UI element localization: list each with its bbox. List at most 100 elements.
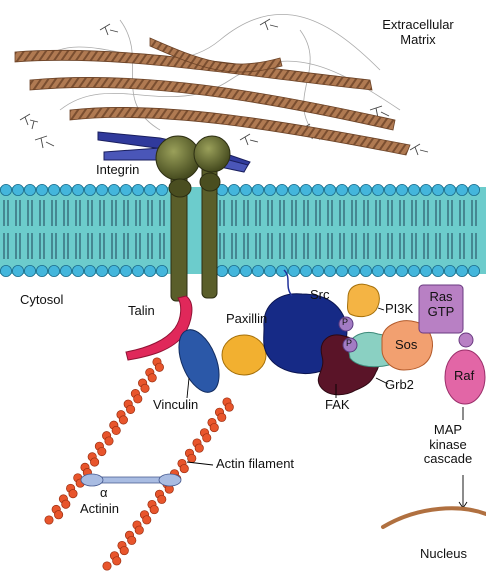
- lipid-head: [12, 265, 23, 276]
- lipid-head: [444, 265, 455, 276]
- lipid-head: [336, 265, 347, 276]
- lipid-head: [324, 184, 335, 195]
- actin-monomer: [225, 403, 233, 411]
- lipid-head: [84, 184, 95, 195]
- extracellular-matrix: [15, 14, 428, 155]
- lipid-head: [324, 265, 335, 276]
- leader-pi3k: [378, 308, 384, 310]
- label-map-line1: MAP: [418, 423, 478, 438]
- actin-monomer: [103, 562, 111, 570]
- lipid-head: [264, 265, 275, 276]
- integrin-neck-left: [169, 179, 191, 197]
- actin-monomer: [105, 437, 113, 445]
- label-map-line2: kinase: [418, 438, 478, 453]
- actin-monomer: [45, 516, 53, 524]
- actin-monomer: [120, 546, 128, 554]
- label-extracellular-line1: Extracellular: [368, 18, 468, 33]
- lipid-head: [108, 265, 119, 276]
- actin-monomer: [203, 434, 211, 442]
- lipid-head: [48, 265, 59, 276]
- lipid-head: [72, 184, 83, 195]
- lipid-head: [240, 265, 251, 276]
- lipid-head: [252, 184, 263, 195]
- label-vinculin: Vinculin: [153, 398, 198, 413]
- lipid-head: [96, 184, 107, 195]
- label-extracellular-line2: Matrix: [368, 33, 468, 48]
- plasma-membrane: [0, 184, 486, 276]
- label-gtp: GTP: [419, 305, 463, 320]
- lipid-head: [216, 265, 227, 276]
- lipid-head: [264, 184, 275, 195]
- label-ras: Ras: [419, 290, 463, 305]
- lipid-head: [84, 265, 95, 276]
- label-raf: Raf: [454, 369, 474, 384]
- lipid-head: [408, 184, 419, 195]
- actin-monomer: [98, 447, 106, 455]
- label-talin: Talin: [128, 304, 155, 319]
- lipid-head: [396, 265, 407, 276]
- lipid-head: [468, 265, 479, 276]
- label-src: Src: [310, 288, 330, 303]
- label-cytosol: Cytosol: [20, 293, 63, 308]
- lipid-head: [60, 265, 71, 276]
- label-alpha: α: [100, 486, 108, 501]
- membrane-band: [0, 187, 486, 274]
- lipid-head: [108, 184, 119, 195]
- lipid-head: [312, 184, 323, 195]
- lipid-head: [456, 184, 467, 195]
- lipid-head: [240, 184, 251, 195]
- label-nucleus: Nucleus: [420, 547, 467, 562]
- lipid-head: [288, 184, 299, 195]
- lipid-head: [384, 184, 395, 195]
- lipid-head: [420, 265, 431, 276]
- actin-monomer: [128, 536, 136, 544]
- lipid-head: [228, 184, 239, 195]
- lipid-head: [468, 184, 479, 195]
- lipid-head: [396, 184, 407, 195]
- lipid-head: [276, 184, 287, 195]
- leader-actin: [187, 462, 213, 465]
- integrin-knob-right: [194, 136, 230, 172]
- label-phosphate-2: P: [346, 338, 352, 348]
- lipid-head: [420, 184, 431, 195]
- lipid-head: [24, 184, 35, 195]
- label-paxillin: Paxillin: [226, 312, 267, 327]
- lipid-head: [408, 265, 419, 276]
- label-sos: Sos: [395, 338, 417, 353]
- lipid-head: [360, 184, 371, 195]
- label-extracellular: Extracellular Matrix: [368, 18, 468, 47]
- integrin-knob-left: [156, 136, 200, 180]
- lipid-head: [432, 265, 443, 276]
- lipid-head: [144, 184, 155, 195]
- nuclear-envelope: [383, 508, 486, 527]
- lipid-head: [444, 184, 455, 195]
- lipid-head: [12, 184, 23, 195]
- actin-monomer: [54, 511, 62, 519]
- actin-monomer: [119, 416, 127, 424]
- lipid-head: [96, 265, 107, 276]
- label-phosphate-1: P: [342, 317, 348, 327]
- label-integrin: Integrin: [96, 163, 139, 178]
- map-arrow-lower: [459, 475, 467, 508]
- actin-monomer: [148, 374, 156, 382]
- lipid-head: [132, 265, 143, 276]
- lipid-head: [0, 265, 11, 276]
- lipid-head: [132, 184, 143, 195]
- label-actin-filament: Actin filament: [216, 457, 294, 472]
- lipid-head: [60, 184, 71, 195]
- lipid-head: [156, 265, 167, 276]
- actin-monomer: [155, 363, 163, 371]
- lipid-head: [300, 184, 311, 195]
- lipid-head: [120, 265, 131, 276]
- actin-monomer: [158, 495, 166, 503]
- ras-linker: [459, 333, 473, 347]
- integrin-neck-right: [200, 173, 220, 191]
- lipid-head: [300, 265, 311, 276]
- lipid-head: [372, 265, 383, 276]
- label-fak: FAK: [325, 398, 350, 413]
- lipid-head: [348, 265, 359, 276]
- lipid-head: [120, 184, 131, 195]
- lipid-head: [312, 265, 323, 276]
- actin-monomer: [134, 395, 142, 403]
